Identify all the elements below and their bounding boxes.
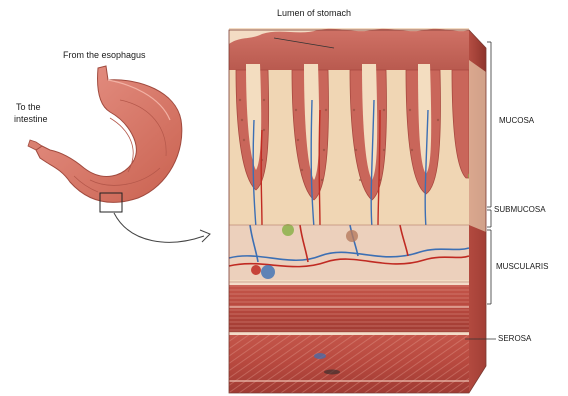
- from-esophagus-label: From the esophagus: [63, 50, 146, 60]
- zoom-arrow-icon: [114, 213, 210, 242]
- submucosa-label: SUBMUCOSA: [494, 205, 546, 214]
- stomach-illustration: [28, 66, 182, 202]
- to-intestine-label-line1: To the: [16, 102, 41, 112]
- serosa-label: SEROSA: [498, 334, 531, 343]
- to-intestine-label-line2: intestine: [14, 114, 48, 124]
- lumen-of-stomach-label: Lumen of stomach: [277, 8, 351, 18]
- muscularis-label: MUSCULARIS: [496, 262, 548, 271]
- mucosa-label: MUCOSA: [499, 116, 534, 125]
- tissue-block-illustration: [229, 28, 486, 393]
